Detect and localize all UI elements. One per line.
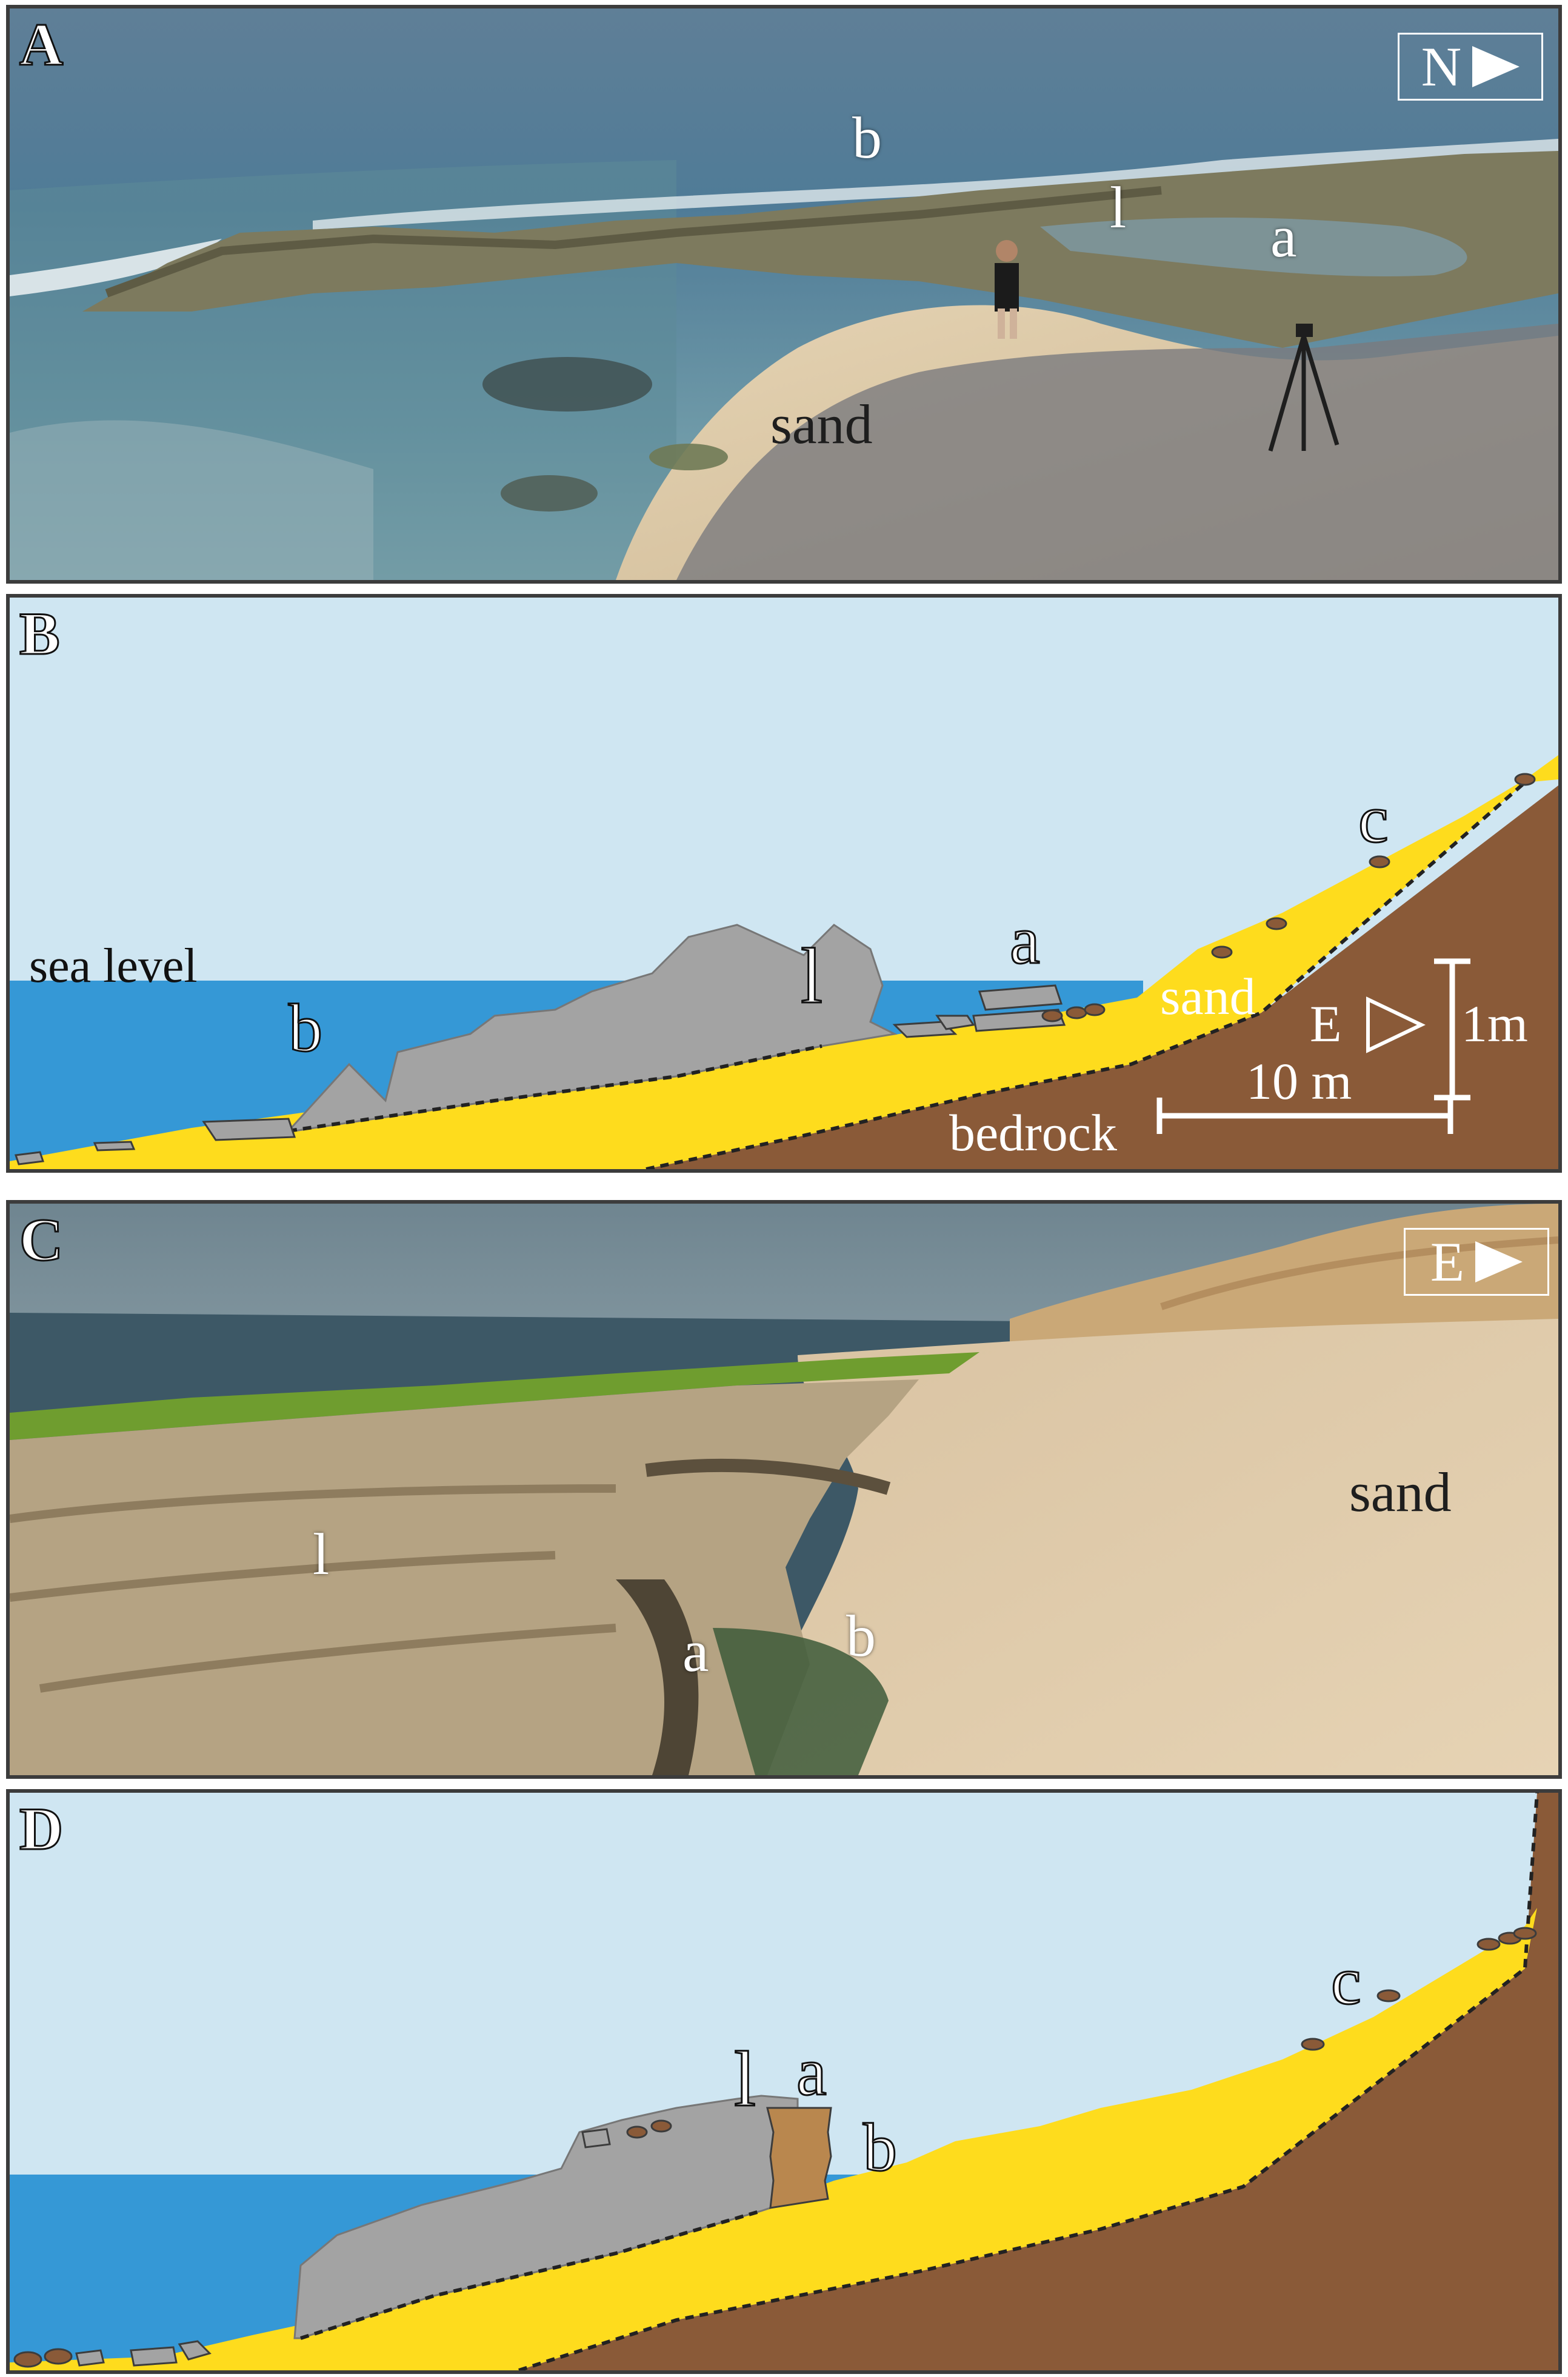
label-a: a [1270,204,1297,270]
sand-layer [10,1908,1537,2370]
block-a [766,2107,832,2209]
vertical-scale-label: 1m [1461,995,1528,1053]
right-arrow-icon [1472,46,1520,87]
label-c: c [1330,1944,1363,2019]
panel-b-diagram: B sea level b l a c sand bedrock E 1m 10… [6,594,1562,1173]
bedrock-contact-line [518,1793,1539,2370]
beachrock-contact-line [300,2209,762,2340]
label-b: b [288,991,324,1066]
boulders-c [1041,773,1536,1022]
east-orientation-indicator: E [1404,1228,1549,1296]
label-b: b [852,105,882,171]
east-direction-letter: E [1310,995,1342,1053]
bedrock [519,1793,1558,2370]
right-arrow-icon [1475,1241,1523,1282]
beach-photo-a [10,8,1558,580]
direction-letter: E [1430,1231,1465,1293]
label-a: a [682,1619,709,1684]
label-l: l [799,933,823,1020]
beachrock-contact-line [288,1044,822,1133]
label-b: b [862,2110,898,2185]
outline-right-arrow-icon [1366,996,1426,1053]
scale-bars [1156,958,1470,1134]
label-sand: sand [1349,1461,1452,1523]
cross-section-b [10,598,1558,1169]
label-c: c [1358,782,1390,857]
horizontal-scale-label: 10 m [1246,1052,1352,1110]
panel-letter: D [18,1795,64,1862]
panel-a-photo: A N b l a sand [6,5,1562,584]
beach-photo-c [10,1204,1558,1775]
label-l: l [1110,175,1127,241]
boulders-c [13,1927,1537,2368]
panel-c-photo: C E l a b sand [6,1200,1562,1779]
panel-letter: B [19,600,61,667]
label-b: b [846,1604,876,1669]
panel-letter: A [18,11,64,78]
cross-section-d [10,1793,1558,2370]
label-sand: sand [770,393,873,455]
label-l: l [313,1522,330,1587]
label-a: a [796,2035,828,2110]
rock-slabs-a [14,984,1066,1165]
label-a: a [1009,903,1041,978]
panel-letter: C [18,1206,64,1273]
sand-label: sand [1160,967,1256,1025]
label-l: l [733,2036,756,2123]
sand-layer [10,755,1558,1169]
sea-level-label: sea level [29,939,198,993]
direction-letter: N [1421,36,1462,98]
bedrock [646,785,1558,1169]
panel-d-diagram: D l a b c [6,1789,1562,2374]
bedrock-label: bedrock [949,1104,1117,1162]
north-orientation-indicator: N [1398,33,1543,101]
rock-slabs [75,2128,611,2367]
